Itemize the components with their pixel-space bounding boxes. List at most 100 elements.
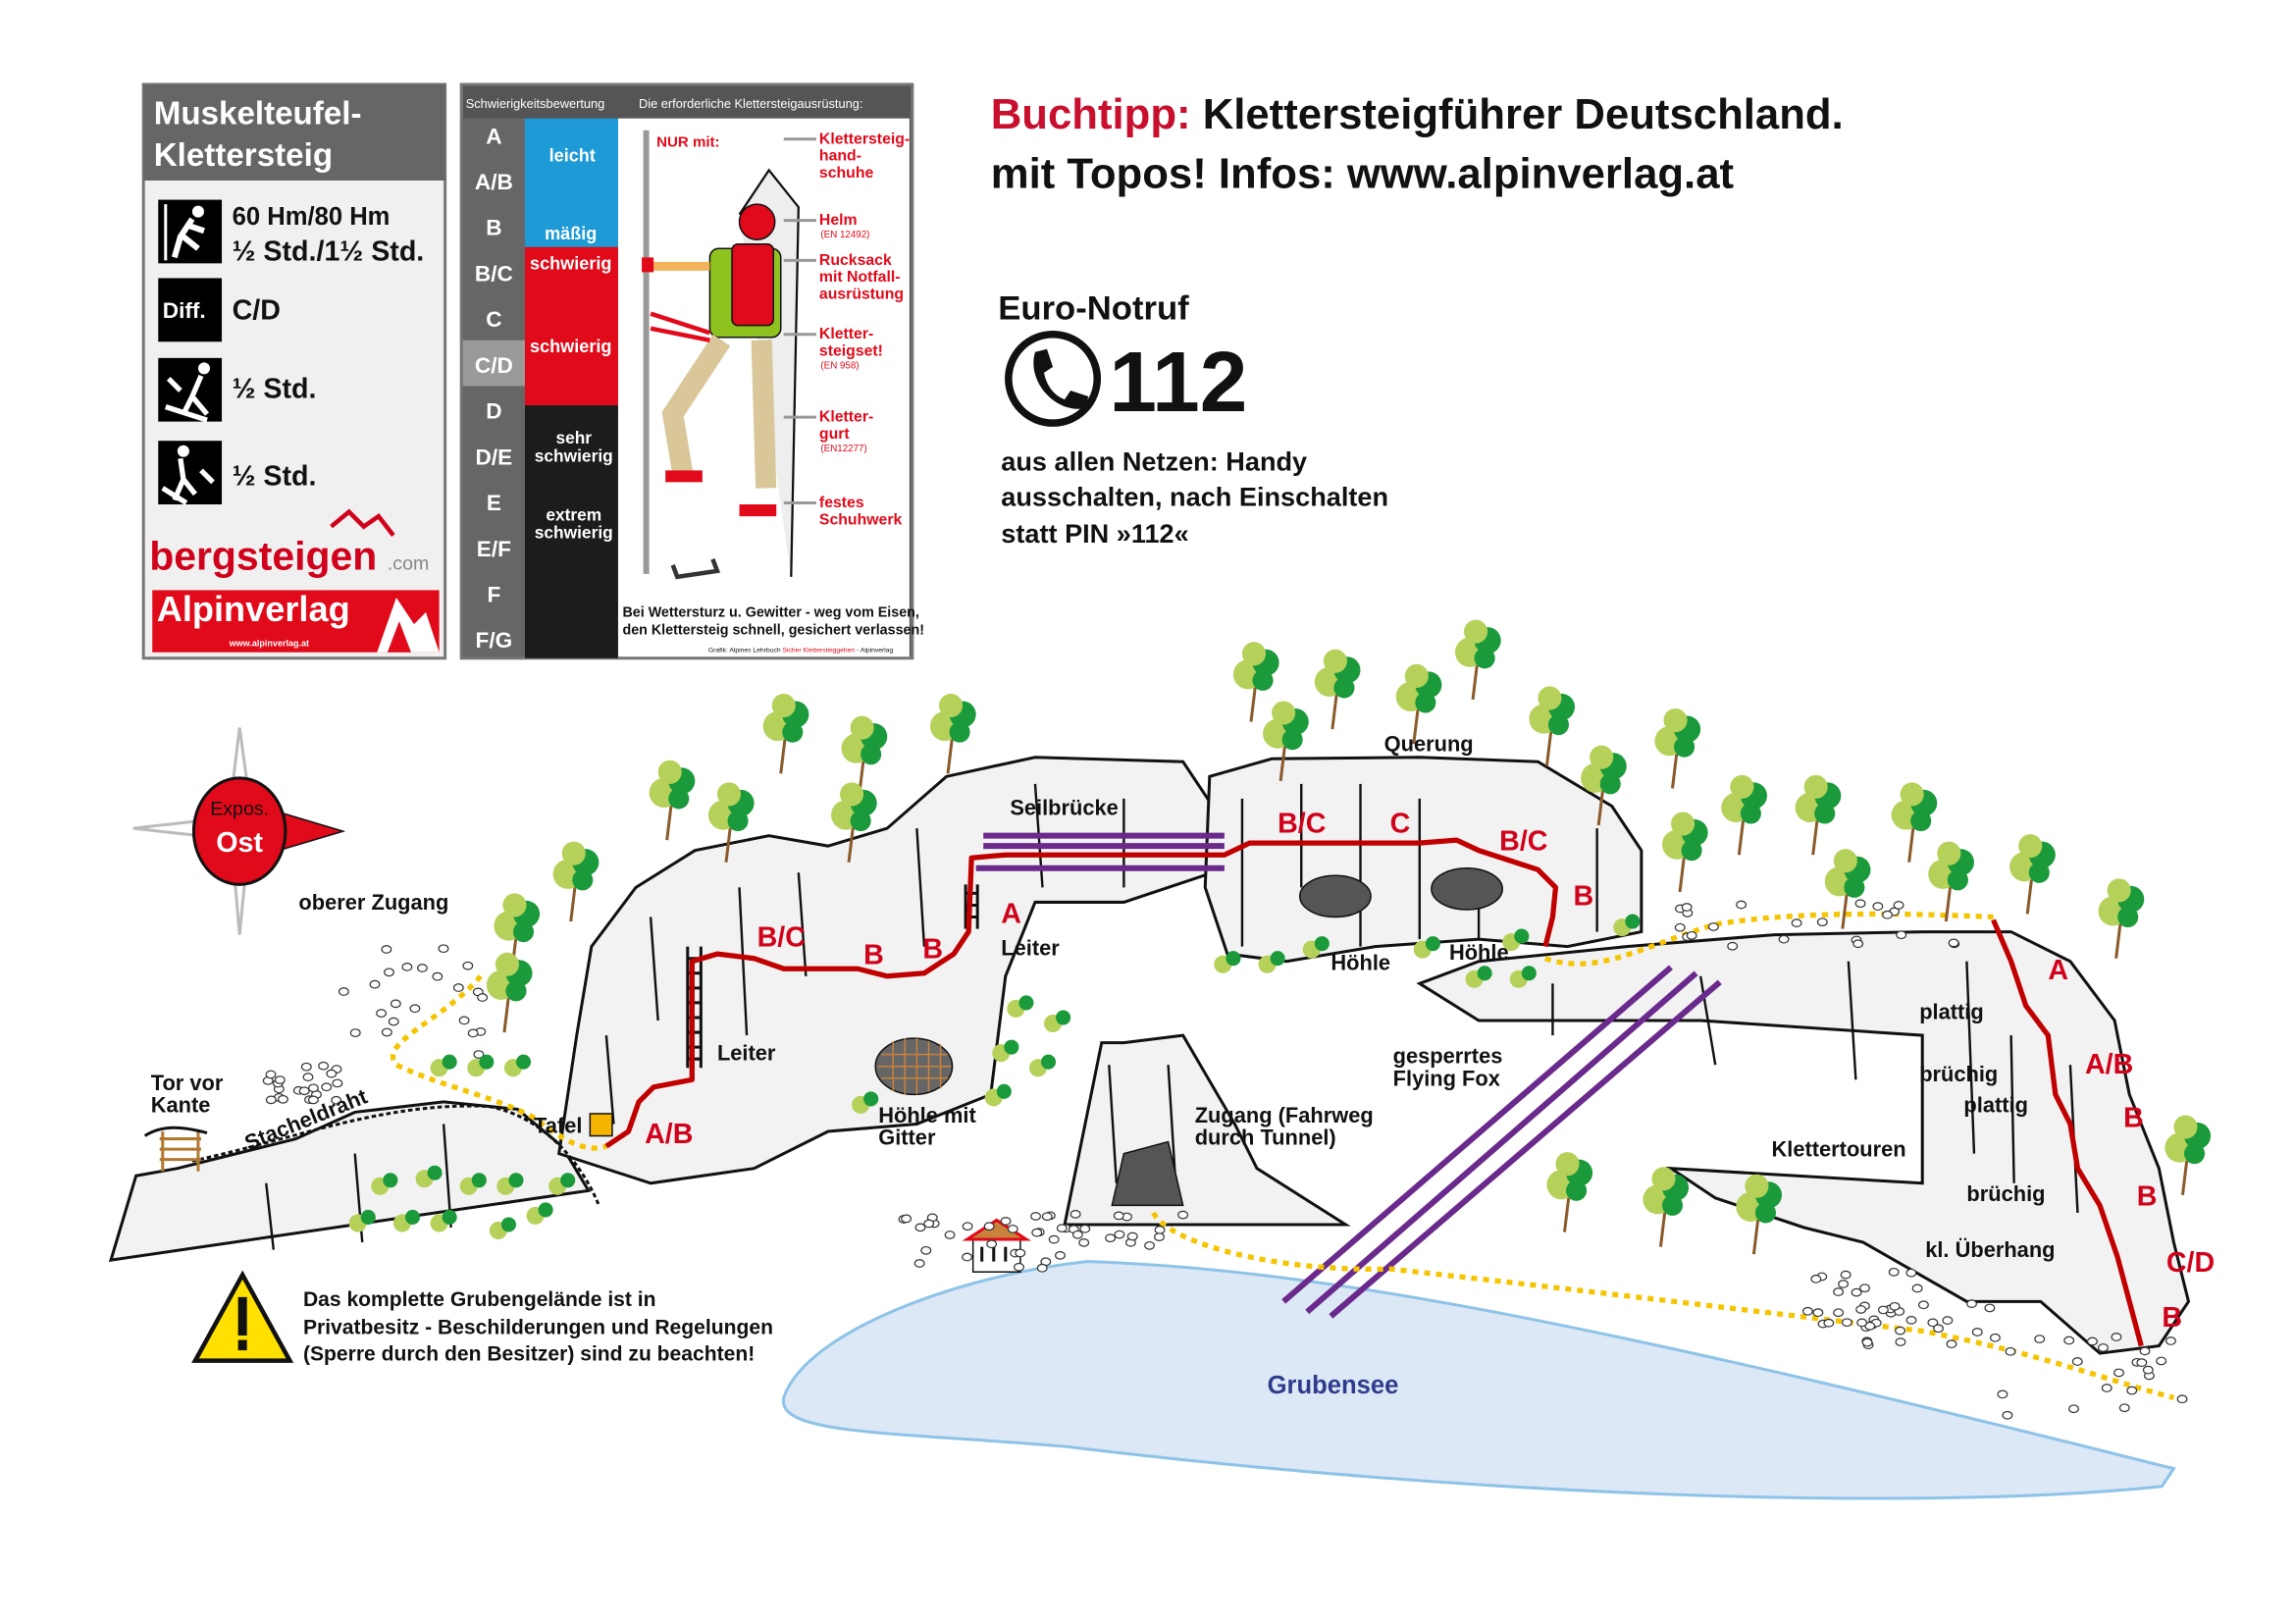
equipment-item: Klettersteig- <box>819 131 910 147</box>
level-sehr: sehr <box>555 428 592 447</box>
bush-icon <box>459 1173 487 1195</box>
grade-scale: AA/BBB/CCC/DDD/EEE/FFF/G <box>475 124 513 653</box>
grade-cd: C/D <box>2166 1247 2215 1279</box>
cave-1 <box>1298 874 1372 918</box>
bush-icon <box>489 1217 516 1240</box>
emergency-info-3: statt PIN »112« <box>1001 518 1188 549</box>
level-sehr-2: schwierig <box>535 445 613 465</box>
grade-equipment-box: Schwierigkeitsbewertung Die erforderlich… <box>459 82 924 660</box>
scree <box>262 899 2188 1420</box>
climber-illustration <box>642 130 800 580</box>
level-schwierig-2: schwierig <box>530 337 611 356</box>
bush-icon <box>1302 936 1330 959</box>
rope-bridge <box>975 832 1225 871</box>
tree-icon <box>486 952 533 1033</box>
cave-2 <box>1431 867 1503 911</box>
selected-grade-highlight <box>462 340 526 387</box>
info-box: Muskelteufel- Klettersteig 60 Hm/80 Hm ½… <box>141 82 447 660</box>
label-cave-1: Höhle <box>1330 951 1390 975</box>
label-cave-grate-2: Gitter <box>878 1126 936 1150</box>
tree-icon <box>1661 812 1708 893</box>
tree-icon <box>649 760 696 841</box>
total-time: ½ Std./1½ Std. <box>233 236 425 267</box>
tree-icon <box>1454 619 1501 701</box>
grade-scale-item: C <box>486 307 501 332</box>
emergency-info: aus allen Netzen: Handy <box>1001 445 1307 476</box>
equipment-item: hand- <box>819 148 861 165</box>
level-maessig: mäßig <box>545 224 597 243</box>
book-tip-line2: mit Topos! Infos: www.alpinverlag.at <box>991 150 1735 198</box>
lake <box>782 1260 2176 1500</box>
bush-icon <box>496 1173 524 1195</box>
equipment-item: gurt <box>819 426 850 443</box>
label-brittle-1: brüchig <box>1919 1062 1998 1086</box>
grade-b-5: B <box>2137 1180 2158 1212</box>
label-slabby-2: plattig <box>1963 1092 2028 1117</box>
bush-icon <box>1007 995 1034 1018</box>
grade-scale-item: F/G <box>476 628 513 653</box>
credit-a: Grafik: Alpines Lehrbuch <box>708 648 783 655</box>
label-climbing-routes: Klettertouren <box>1771 1137 1905 1162</box>
credit-c: - Alpinverlag <box>855 648 893 655</box>
equipment-item: ausrüstung <box>819 287 904 303</box>
svg-text:Grafik: Alpines Lehrbuch Siche: Grafik: Alpines Lehrbuch Sicher Kletters… <box>708 648 894 655</box>
storm-warning-2: den Klettersteig schnell, gesichert verl… <box>622 623 924 639</box>
tunnel <box>1111 1140 1184 1207</box>
bush-icon <box>1502 928 1530 952</box>
bush-icon <box>371 1173 398 1195</box>
tree-icon <box>1736 1174 1783 1255</box>
alpinverlag-logo-text: Alpinverlag <box>157 589 350 629</box>
grade-ab-1: A/B <box>645 1119 693 1150</box>
ascent-time: ½ Std. <box>233 374 317 405</box>
bush-icon <box>1214 951 1241 973</box>
grade-scale-item: D/E <box>476 445 513 469</box>
bush-icon <box>852 1091 879 1114</box>
tree-icon <box>1546 1152 1593 1232</box>
svg-text:bergsteigen: bergsteigen <box>149 533 377 578</box>
bush-icon <box>1044 1010 1071 1033</box>
difficulty-icon <box>158 278 223 342</box>
difficulty-value: C/D <box>233 295 281 327</box>
grade-header: Schwierigkeitsbewertung <box>466 96 605 111</box>
tree-icon <box>1795 774 1842 856</box>
rock-formations <box>108 756 2191 1355</box>
equipment-item: Kletter- <box>819 326 873 342</box>
barbed-wire <box>191 1104 600 1206</box>
grade-a-2: A <box>2048 955 2068 986</box>
emergency-info-2: ausschalten, nach Einschalten <box>1001 482 1388 512</box>
trees <box>348 619 2212 1255</box>
label-ladder-2: Leiter <box>1001 936 1060 961</box>
credit-b: Sicher Klettersteiggehen <box>782 648 855 655</box>
bush-icon <box>992 1039 1019 1063</box>
bush-icon <box>984 1083 1012 1107</box>
grade-b-2: B <box>922 934 943 966</box>
compass-direction: Ost <box>216 827 263 859</box>
private-property-notice: Das komplette Grubengelände ist in <box>303 1288 656 1311</box>
tree-icon <box>2098 878 2145 959</box>
label-flying-fox: gesperrtes <box>1393 1044 1503 1069</box>
private-property-notice-3: (Sperre durch den Besitzer) sind zu beac… <box>303 1343 755 1366</box>
grade-scale-item: E/F <box>477 537 511 561</box>
label-traverse: Querung <box>1384 732 1474 757</box>
bush-icon <box>392 1209 421 1232</box>
tree-icon <box>1721 774 1767 856</box>
tree-icon <box>1263 701 1309 782</box>
label-ladder-1: Leiter <box>717 1041 776 1066</box>
descent-icon <box>158 441 223 505</box>
private-property-notice-2: Privatbesitz - Beschilderungen und Regel… <box>303 1317 773 1339</box>
bush-icon <box>503 1054 532 1077</box>
equipment-item: schuhe <box>819 165 874 182</box>
grade-c-1: C <box>1390 809 1411 840</box>
tree-icon <box>1928 841 1974 922</box>
bush-icon <box>1509 966 1537 988</box>
book-tip: Buchtipp: Klettersteigführer Deutschland… <box>991 90 1844 138</box>
equipment-item: Schuhwerk <box>819 511 903 528</box>
alpinverlag-url: www.alpinverlag.at <box>229 639 309 649</box>
equipment-item: Kletter- <box>819 409 873 426</box>
tree-icon <box>707 782 755 863</box>
label-access-road-2: durch Tunnel) <box>1195 1126 1336 1150</box>
bergsteigen-logo: bergsteigen .com <box>149 508 429 578</box>
grade-ab-2: A/B <box>2085 1049 2133 1080</box>
label-flying-fox-2: Flying Fox <box>1393 1066 1500 1090</box>
